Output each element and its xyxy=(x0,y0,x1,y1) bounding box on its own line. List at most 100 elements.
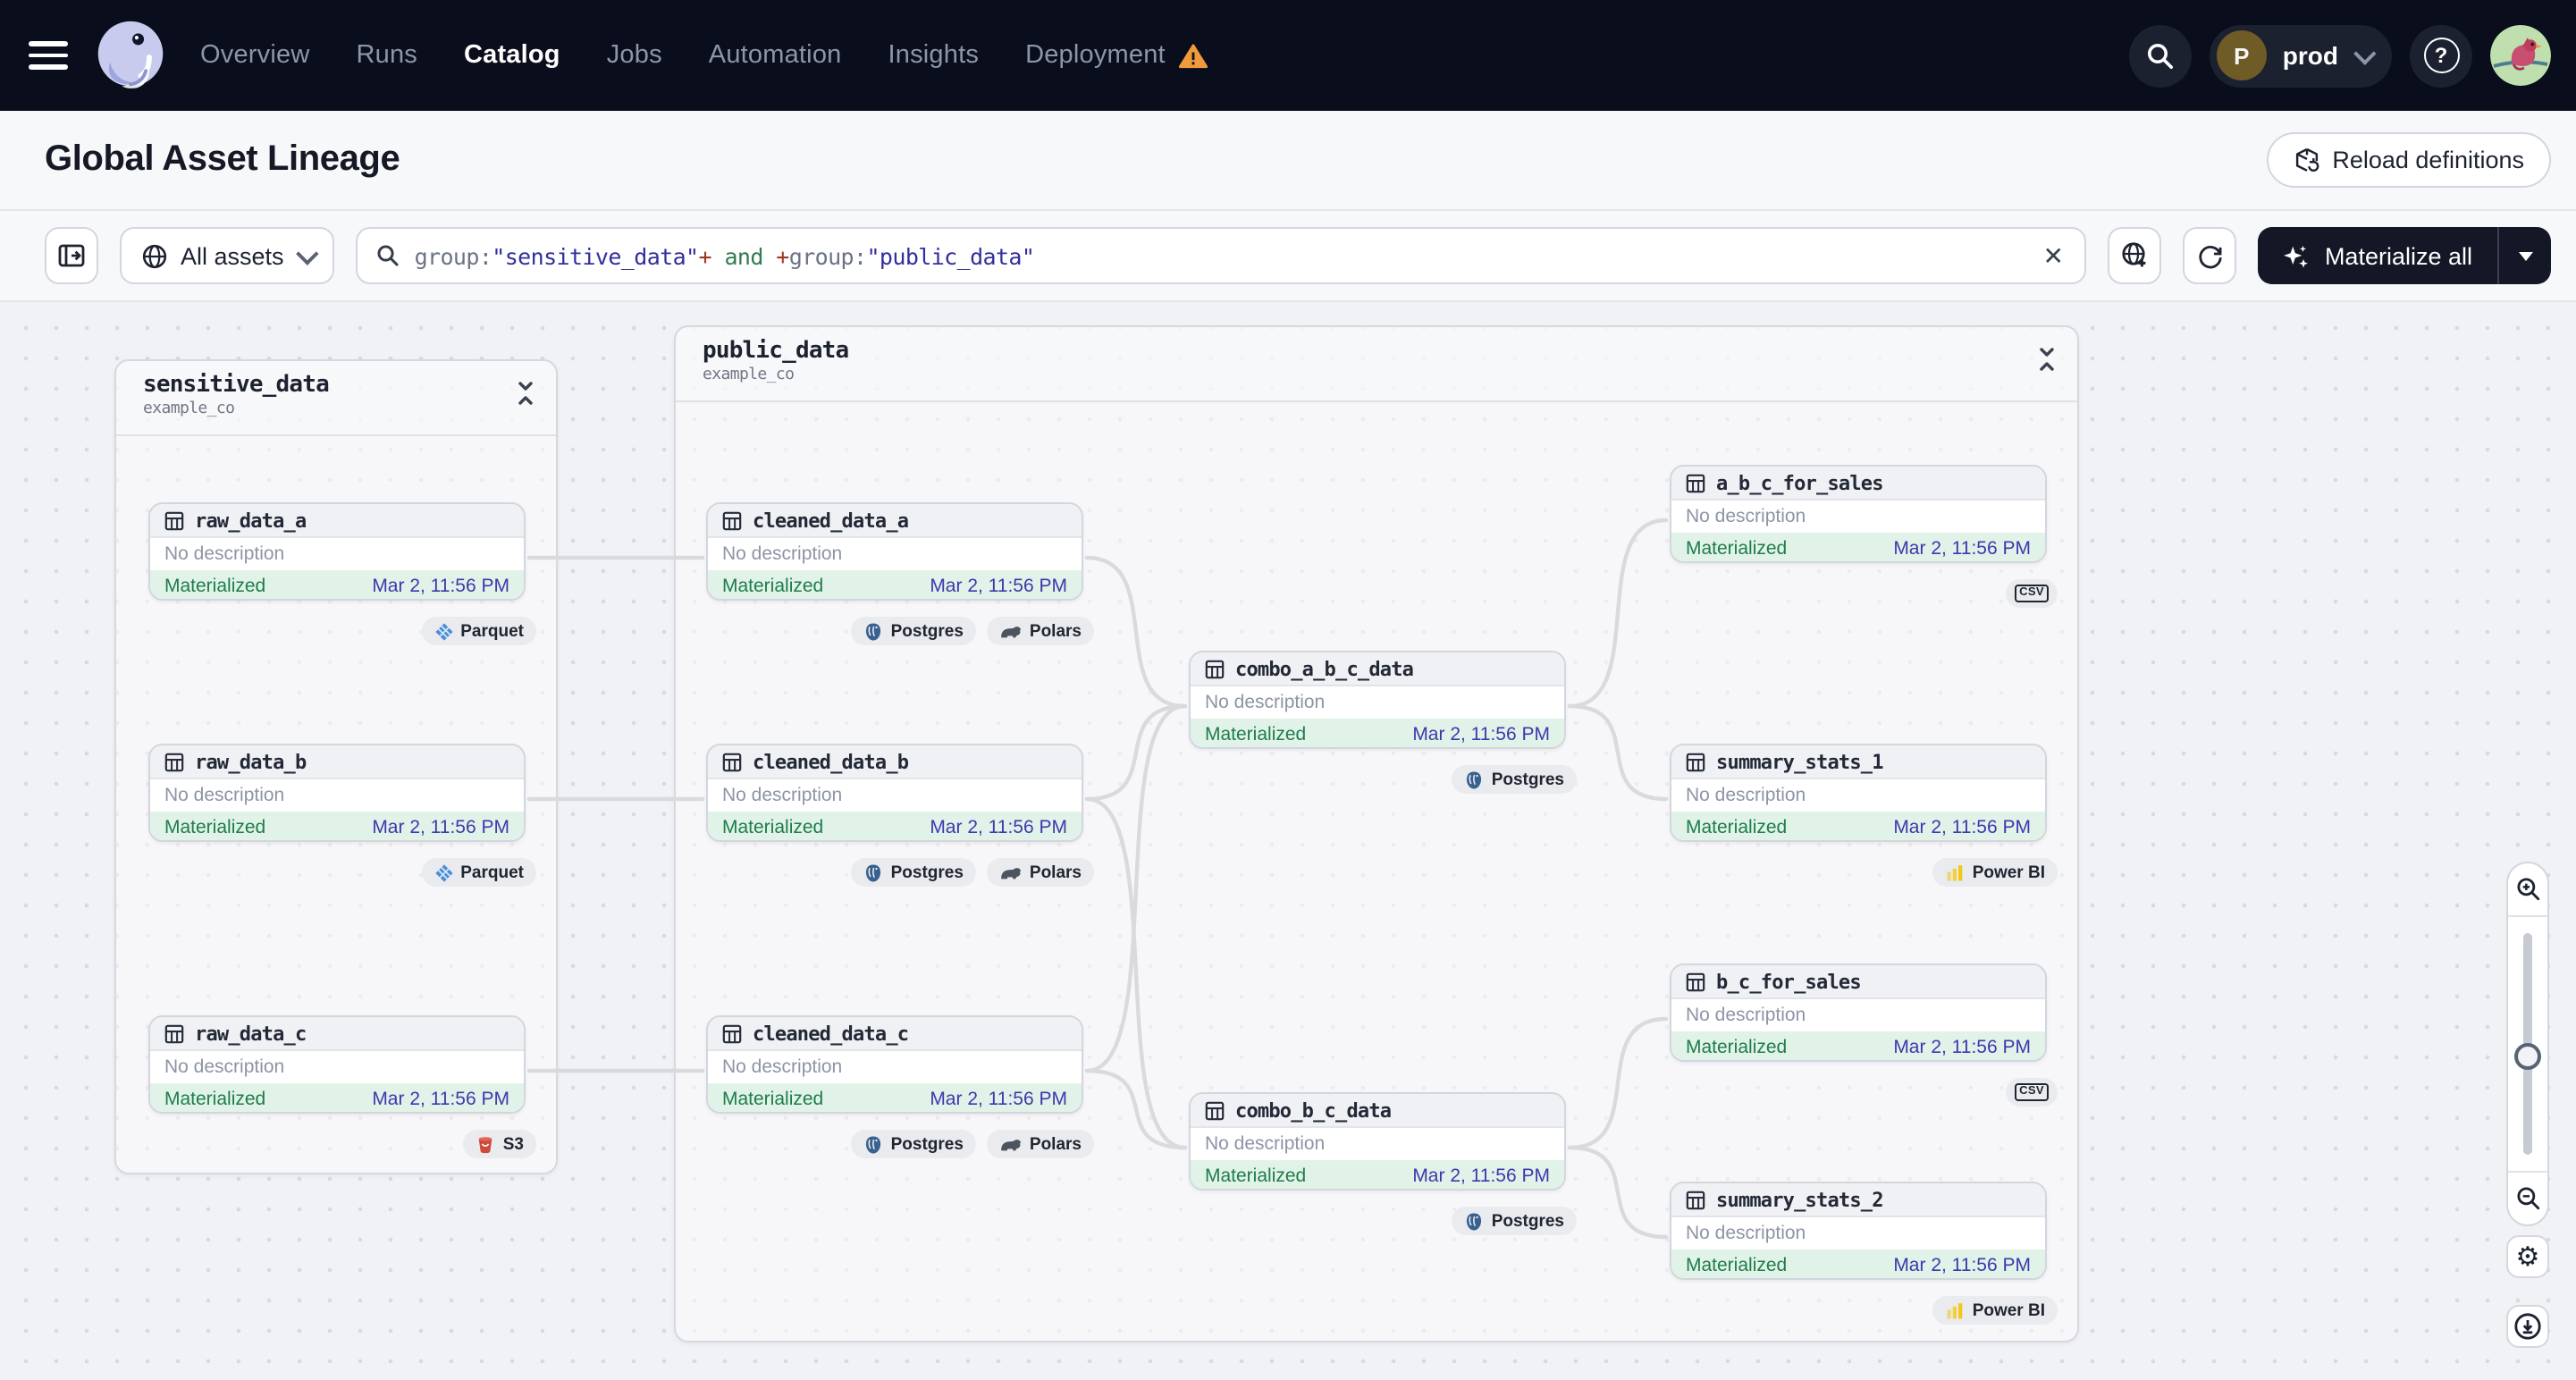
kind-badge-label: S3 xyxy=(502,1134,524,1154)
kind-badge-label: Postgres xyxy=(890,1134,964,1154)
asset-description: No description xyxy=(722,543,843,565)
open-sidebar-button[interactable] xyxy=(45,227,98,284)
materialization-timestamp: Mar 2, 11:56 PM xyxy=(372,817,509,838)
table-icon xyxy=(164,752,184,771)
table-icon xyxy=(1205,659,1225,678)
hamburger-menu-icon[interactable] xyxy=(29,41,68,70)
graph-settings-button[interactable]: ⚙ xyxy=(2506,1235,2549,1278)
kind-badge-label: Parquet xyxy=(460,862,524,882)
query-token: "public_data" xyxy=(866,242,1035,269)
materialization-status: Materialized xyxy=(1205,724,1307,745)
nav-item-overview[interactable]: Overview xyxy=(200,41,309,70)
collapse-group-button[interactable] xyxy=(2033,345,2061,377)
collapse-group-button[interactable] xyxy=(511,379,540,411)
table-icon xyxy=(164,1023,184,1043)
asset-kind-badges: Power BI xyxy=(1932,858,2058,887)
view-full-graph-button[interactable] xyxy=(2108,227,2162,284)
clear-query-button[interactable]: ✕ xyxy=(2042,240,2064,269)
asset-description: No description xyxy=(1205,1133,1326,1155)
parquet-icon xyxy=(434,621,453,641)
materialization-timestamp: Mar 2, 11:56 PM xyxy=(1412,1165,1550,1187)
asset-kind-badges: S3 xyxy=(463,1130,536,1158)
globe-icon xyxy=(142,243,167,268)
nav-item-jobs[interactable]: Jobs xyxy=(607,41,662,70)
materialize-all-split-button: Materialize all xyxy=(2258,227,2551,284)
nav-item-deployment[interactable]: Deployment xyxy=(1025,41,1208,70)
deployment-name: prod xyxy=(2282,41,2338,70)
materialization-timestamp: Mar 2, 11:56 PM xyxy=(930,817,1067,838)
asset-description: No description xyxy=(1686,506,1806,527)
postgres-icon xyxy=(864,621,884,641)
user-avatar[interactable] xyxy=(2490,25,2551,86)
table-icon xyxy=(1686,972,1705,991)
nav-item-runs[interactable]: Runs xyxy=(356,41,417,70)
parquet-icon xyxy=(434,862,453,882)
top-nav-bar: Overview Runs Catalog Jobs Automation Insight… xyxy=(0,0,2576,111)
asset-name: raw_data_a xyxy=(195,509,307,532)
zoom-slider-thumb[interactable] xyxy=(2514,1043,2541,1071)
materialization-timestamp: Mar 2, 11:56 PM xyxy=(372,1089,509,1110)
dagster-logo-icon[interactable] xyxy=(93,18,168,93)
reload-definitions-button[interactable]: Reload definitions xyxy=(2266,132,2551,188)
lineage-toolbar: All assets group:"sensitive_data"+ and +… xyxy=(0,211,2576,302)
materialization-status: Materialized xyxy=(164,576,266,597)
kind-badge-label: Polars xyxy=(1029,621,1082,641)
zoom-in-button[interactable] xyxy=(2508,863,2547,917)
deployment-switcher[interactable]: P prod xyxy=(2209,24,2392,87)
help-button[interactable]: ? xyxy=(2410,24,2472,87)
postgres-icon xyxy=(864,1134,884,1154)
gear-icon: ⚙ xyxy=(2515,1241,2540,1272)
asset-description: No description xyxy=(722,785,843,806)
asset-description: No description xyxy=(722,1056,843,1078)
nav-item-catalog[interactable]: Catalog xyxy=(464,41,560,70)
asset-kind-badges: Power BI xyxy=(1932,1296,2058,1325)
materialization-status: Materialized xyxy=(1686,1255,1788,1276)
materialization-status: Materialized xyxy=(722,1089,824,1110)
download-image-button[interactable] xyxy=(2506,1305,2549,1348)
refresh-button[interactable] xyxy=(2183,227,2237,284)
global-search-button[interactable] xyxy=(2128,24,2192,87)
kind-badge-label: Power BI xyxy=(1972,862,2045,882)
asset-name: raw_data_b xyxy=(195,750,307,773)
materialize-all-button[interactable]: Materialize all xyxy=(2259,242,2497,269)
kind-badge-s3: S3 xyxy=(463,1130,536,1158)
materialization-status: Materialized xyxy=(722,576,824,597)
powerbi-icon xyxy=(1946,1300,1966,1320)
asset-selection-input[interactable]: group:"sensitive_data"+ and +group:"publ… xyxy=(355,227,2087,284)
csv-icon: CSV xyxy=(2015,1083,2049,1101)
kind-badge-polars: Polars xyxy=(986,858,1094,887)
kind-badge-csv: CSV xyxy=(2006,579,2058,608)
asset-description: No description xyxy=(1205,692,1326,713)
page-header: Global Asset Lineage Reload definitions xyxy=(0,111,2576,211)
materialize-options-button[interactable] xyxy=(2497,227,2551,284)
kind-badge-parquet: Parquet xyxy=(421,617,536,645)
zoom-out-button[interactable] xyxy=(2508,1171,2547,1224)
asset-kind-badges: CSV xyxy=(2006,579,2058,608)
nav-item-insights[interactable]: Insights xyxy=(888,41,980,70)
materialization-status: Materialized xyxy=(722,817,824,838)
warning-icon xyxy=(1178,42,1208,69)
kind-badge-label: Postgres xyxy=(1491,770,1564,789)
postgres-icon xyxy=(1465,770,1485,789)
panel-expand-icon xyxy=(58,244,85,267)
asset-scope-filter-button[interactable]: All assets xyxy=(120,227,334,284)
query-token: "sensitive_data" xyxy=(492,242,699,269)
nav-item-automation[interactable]: Automation xyxy=(709,41,842,70)
materialization-timestamp: Mar 2, 11:56 PM xyxy=(372,576,509,597)
zoom-control-panel xyxy=(2506,862,2549,1226)
asset-description: No description xyxy=(1686,785,1806,806)
